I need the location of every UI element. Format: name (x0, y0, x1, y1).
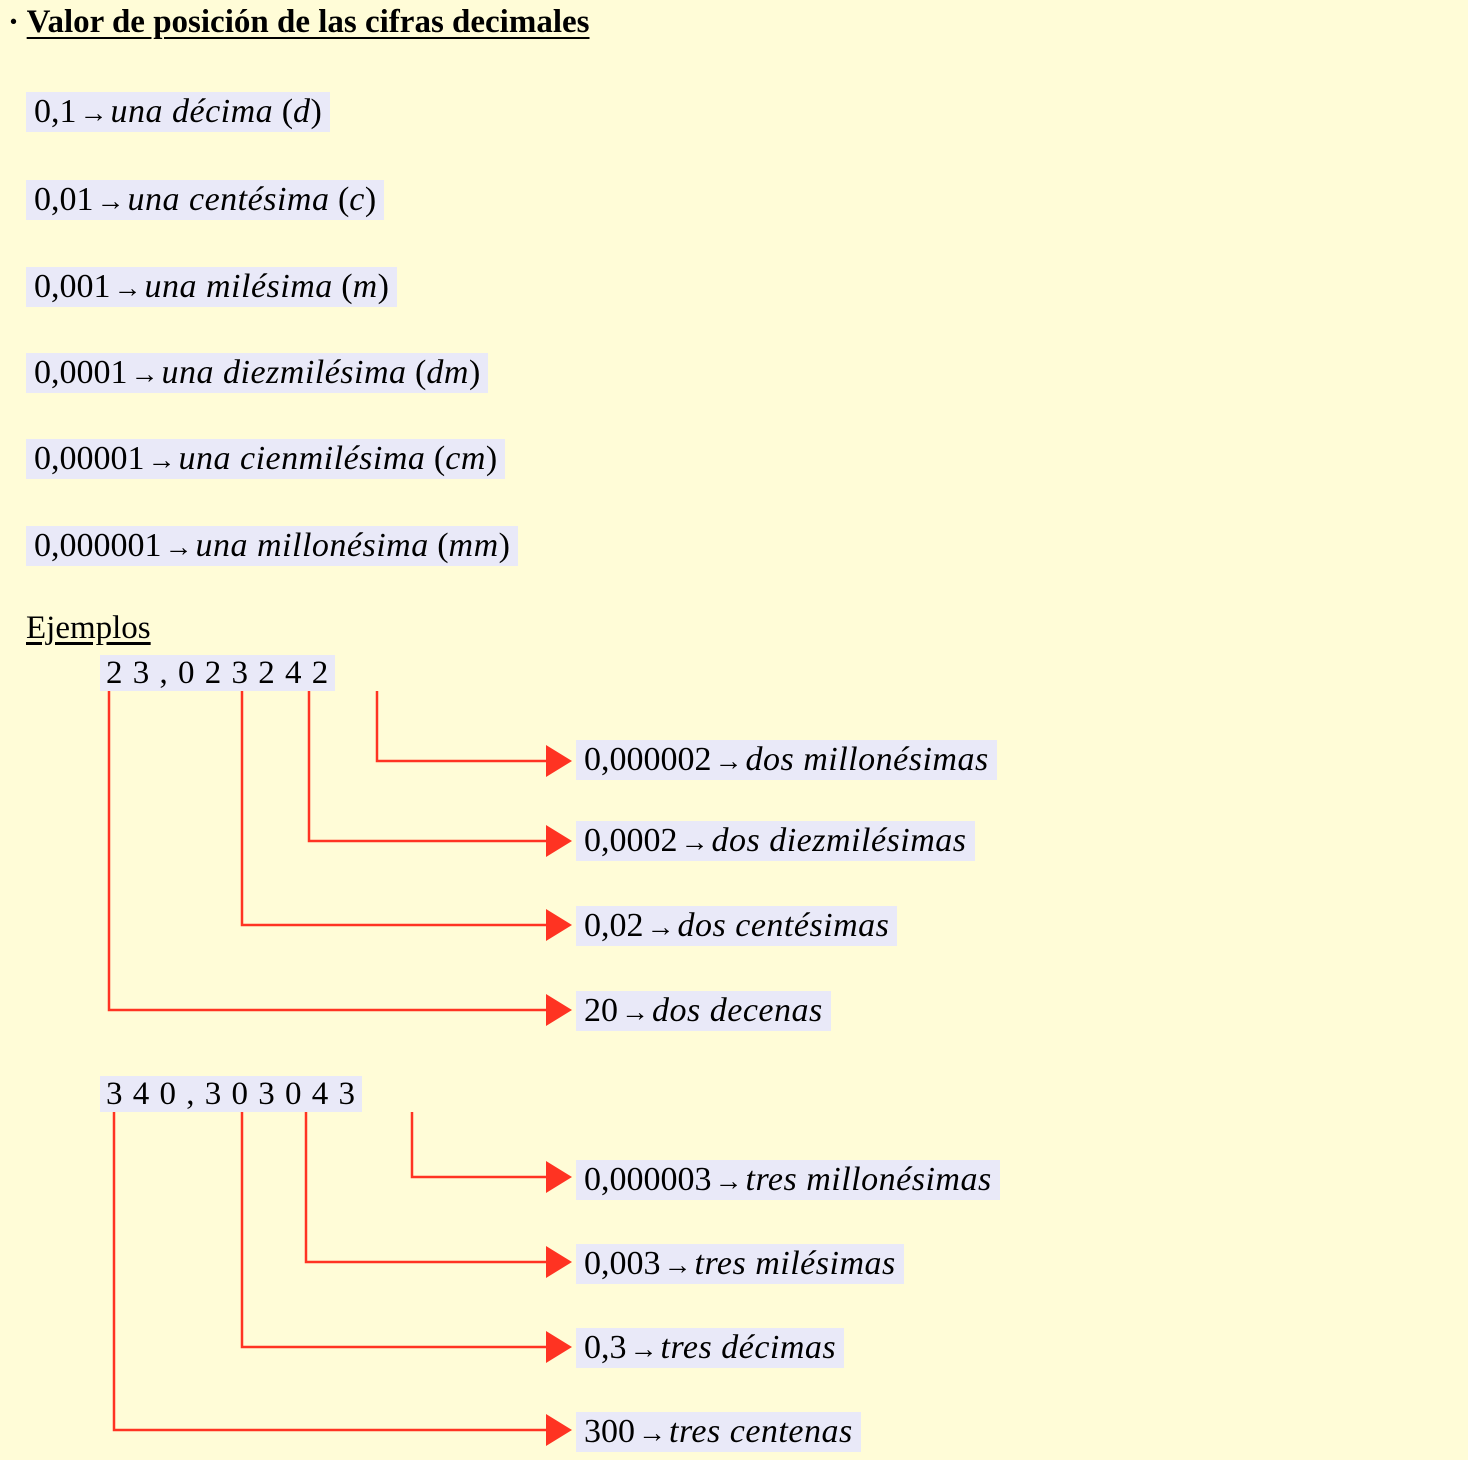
definition-abbr: dm (426, 354, 469, 391)
definition-text: una centésima (127, 181, 330, 218)
result-value: 0,3 (584, 1329, 627, 1366)
example-result: 20→dos decenas (576, 991, 831, 1031)
arrow-symbol: → (680, 827, 709, 858)
definition-2: 0,01→una centésima (c) (26, 180, 385, 220)
arrowhead (546, 1161, 572, 1193)
arrow-symbol: → (147, 445, 176, 476)
definition-1: 0,1→una décima (d) (26, 92, 330, 132)
definition-number: 0,1 (34, 93, 77, 130)
result-text: dos centésimas (677, 907, 890, 944)
definition-text: una diezmilésima (161, 354, 407, 391)
definition-abbr: d (293, 93, 311, 130)
definition-number: 0,00001 (34, 440, 145, 477)
arrowhead (546, 994, 572, 1026)
definition-6: 0,000001→una millonésima (mm) (26, 526, 518, 566)
arrowhead (546, 1331, 572, 1363)
arrow-symbol: → (164, 532, 193, 563)
arrow-symbol: → (714, 1166, 743, 1197)
result-text: tres décimas (660, 1329, 837, 1366)
arrowhead (546, 825, 572, 857)
definition-text: una décima (110, 93, 274, 130)
definition-text: una millonésima (195, 527, 429, 564)
arrow-symbol: → (79, 98, 108, 129)
arrow-symbol: → (646, 912, 675, 943)
connector-line (307, 691, 548, 843)
example-number-1: 2 3 , 0 2 3 2 4 2 (100, 655, 336, 691)
bullet: · (8, 4, 20, 40)
result-text: tres centenas (669, 1413, 853, 1450)
result-text: tres milésimas (694, 1245, 896, 1282)
definition-number: 0,0001 (34, 354, 128, 391)
result-text: tres millonésimas (745, 1161, 992, 1198)
title-text: Valor de posición de las cifras decimale… (26, 4, 590, 40)
examples-heading: Ejemplos (26, 610, 151, 646)
definition-number: 0,001 (34, 268, 111, 305)
example-result: 300→tres centenas (576, 1412, 861, 1452)
example-result: 0,02→dos centésimas (576, 906, 898, 946)
definition-4: 0,0001→una diezmilésima (dm) (26, 353, 489, 393)
arrow-symbol: → (714, 746, 743, 777)
result-value: 0,000002 (584, 741, 712, 778)
arrowhead (546, 1414, 572, 1446)
example-result: 0,000002→dos millonésimas (576, 740, 997, 780)
example-result: 0,000003→tres millonésimas (576, 1160, 1000, 1200)
arrow-symbol: → (638, 1418, 666, 1449)
connector-line (112, 1112, 548, 1432)
connector-line (410, 1112, 548, 1179)
result-value: 20 (584, 992, 618, 1029)
arrow-symbol: → (663, 1250, 692, 1281)
result-value: 0,02 (584, 907, 644, 944)
arrow-symbol: → (629, 1334, 658, 1365)
result-text: dos decenas (652, 992, 823, 1029)
arrow-symbol: → (621, 997, 649, 1028)
definition-abbr: c (349, 181, 365, 218)
result-value: 0,0002 (584, 822, 678, 859)
result-text: dos millonésimas (745, 741, 989, 778)
connector-line (107, 691, 548, 1012)
arrowhead (546, 1246, 572, 1278)
definition-abbr: cm (445, 440, 486, 477)
result-value: 0,000003 (584, 1161, 712, 1198)
connector-line (240, 691, 548, 927)
arrow-symbol: → (113, 273, 142, 304)
definition-text: una milésima (144, 268, 333, 305)
connector-line (240, 1112, 548, 1349)
example-number-2: 3 4 0 , 3 0 3 0 4 3 (100, 1076, 362, 1112)
arrow-symbol: → (130, 359, 159, 390)
example-result: 0,0002→dos diezmilésimas (576, 821, 975, 861)
definition-3: 0,001→una milésima (m) (26, 267, 397, 307)
page-title: · Valor de posición de las cifras decima… (8, 4, 590, 41)
definition-5: 0,00001→una cienmilésima (cm) (26, 439, 506, 479)
arrowhead (546, 745, 572, 777)
definition-abbr: m (352, 268, 378, 305)
definition-number: 0,01 (34, 181, 94, 218)
definition-abbr: mm (448, 527, 499, 564)
definition-number: 0,000001 (34, 527, 162, 564)
arrowhead (546, 909, 572, 941)
connector-line (304, 1112, 548, 1264)
result-value: 300 (584, 1413, 635, 1450)
example-result: 0,003→tres milésimas (576, 1244, 904, 1284)
arrow-symbol: → (96, 186, 125, 217)
example-result: 0,3→tres décimas (576, 1328, 845, 1368)
result-value: 0,003 (584, 1245, 661, 1282)
connector-line (375, 691, 548, 763)
result-text: dos diezmilésimas (711, 822, 967, 859)
definition-text: una cienmilésima (178, 440, 426, 477)
